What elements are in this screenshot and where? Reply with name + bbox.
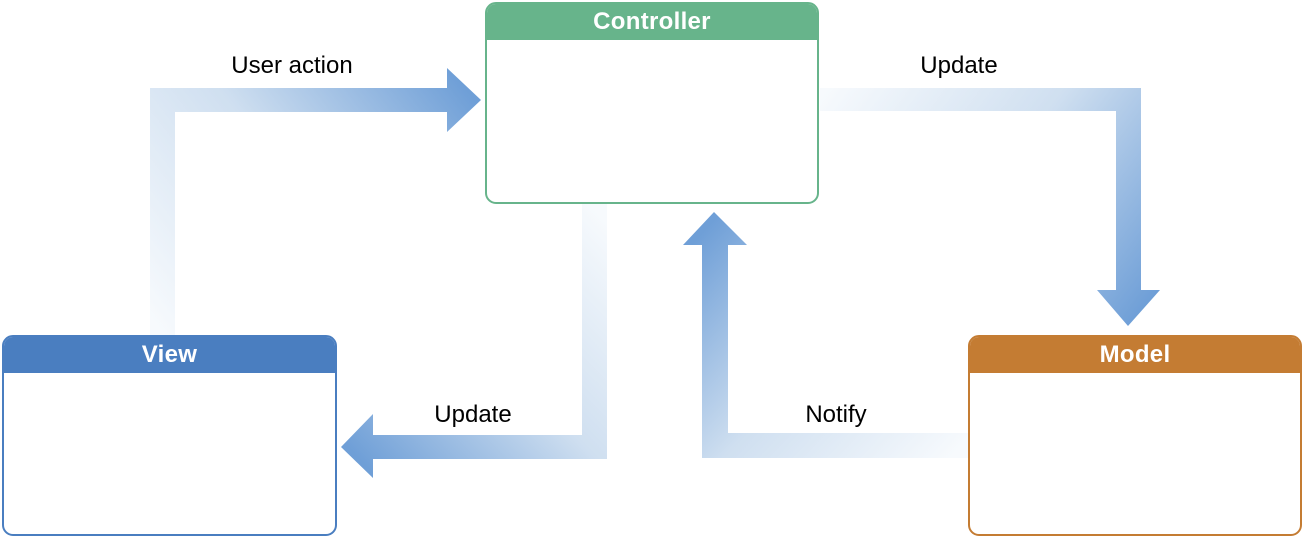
node-controller-title: Controller (593, 8, 711, 35)
arrow-notify (683, 212, 968, 458)
arrow-update-to-view (341, 204, 607, 478)
node-view-title: View (141, 341, 198, 368)
arrow-update-to-model (820, 88, 1160, 326)
edge-label-user-action: User action (231, 52, 353, 79)
edge-label-update-model: Update (920, 52, 998, 79)
node-controller-header: Controller (487, 4, 817, 40)
edge-label-update-view: Update (434, 401, 512, 428)
arrow-user-action (150, 68, 481, 338)
node-model-title: Model (1099, 341, 1171, 368)
node-model-header: Model (970, 337, 1300, 373)
node-view-header: View (4, 337, 335, 373)
node-model: Model (968, 335, 1302, 536)
node-view: View (2, 335, 337, 536)
node-controller: Controller (485, 2, 819, 204)
edge-label-notify: Notify (805, 401, 867, 428)
